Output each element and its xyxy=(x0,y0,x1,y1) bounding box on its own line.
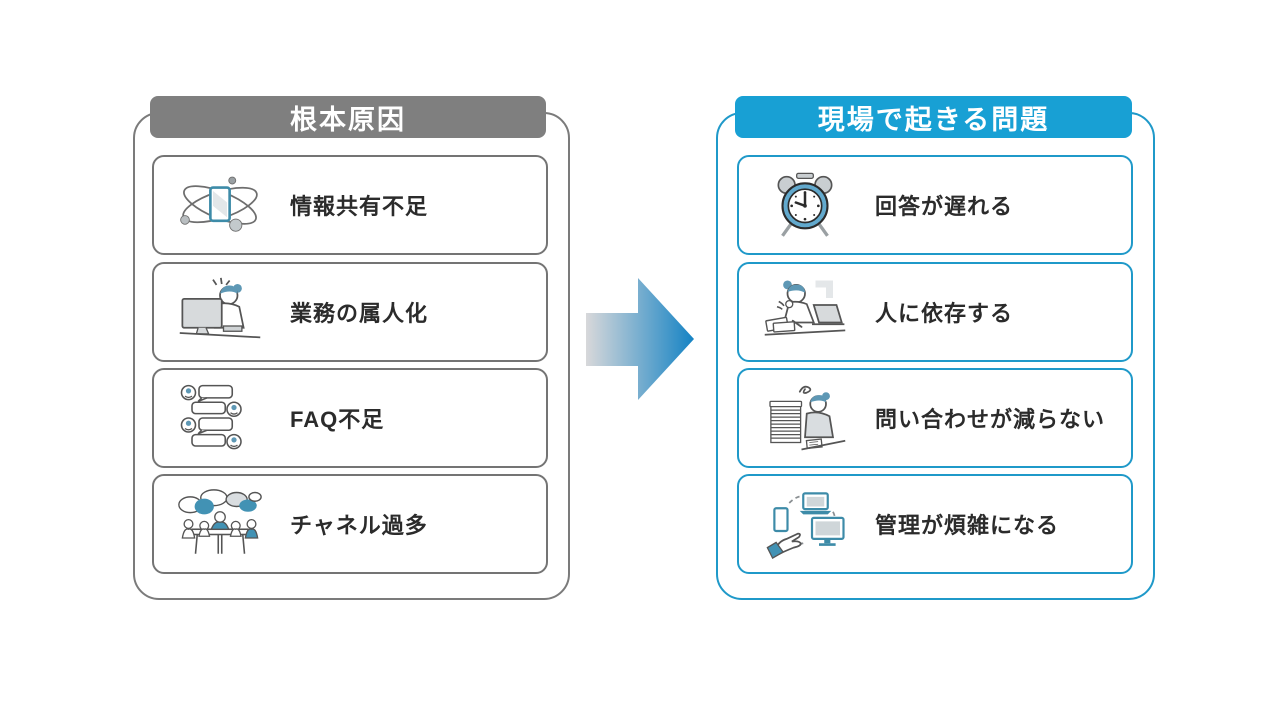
problem-item-4: 管理が煩雑になる xyxy=(737,474,1133,574)
group-meeting-icon xyxy=(178,483,262,565)
person-at-computer-icon xyxy=(178,271,262,353)
root-cause-item-2-label: 業務の属人化 xyxy=(290,301,429,326)
cause-to-problem-arrow xyxy=(586,278,696,402)
problem-item-3-label: 問い合わせが減らない xyxy=(875,407,1106,432)
paper-stack-icon xyxy=(763,377,847,459)
root-cause-item-4-label: チャネル過多 xyxy=(290,513,428,538)
alarm-clock-icon xyxy=(763,164,847,246)
root-cause-item-3: FAQ不足 xyxy=(152,368,548,468)
problem-item-3: 問い合わせが減らない xyxy=(737,368,1133,468)
root-cause-title: 根本原因 xyxy=(290,104,406,135)
problems-title: 現場で起きる問題 xyxy=(817,104,1050,135)
problem-item-2: 人に依存する xyxy=(737,262,1133,362)
root-cause-item-1: 情報共有不足 xyxy=(152,155,548,255)
problem-item-2-label: 人に依存する xyxy=(875,301,1014,326)
problem-item-1-label: 回答が遅れる xyxy=(875,194,1014,219)
person-working-icon xyxy=(763,271,847,353)
root-cause-header: 根本原因 xyxy=(150,96,546,138)
root-cause-item-4: チャネル過多 xyxy=(152,474,548,574)
root-cause-item-1-label: 情報共有不足 xyxy=(290,194,429,219)
devices-cycle-icon xyxy=(763,483,847,565)
root-cause-item-2: 業務の属人化 xyxy=(152,262,548,362)
chat-bubbles-icon xyxy=(178,377,262,459)
problems-header: 現場で起きる問題 xyxy=(735,96,1132,138)
root-cause-item-3-label: FAQ不足 xyxy=(290,407,385,432)
smartphone-network-icon xyxy=(178,164,262,246)
problem-item-4-label: 管理が煩雑になる xyxy=(875,513,1060,538)
problem-item-1: 回答が遅れる xyxy=(737,155,1133,255)
